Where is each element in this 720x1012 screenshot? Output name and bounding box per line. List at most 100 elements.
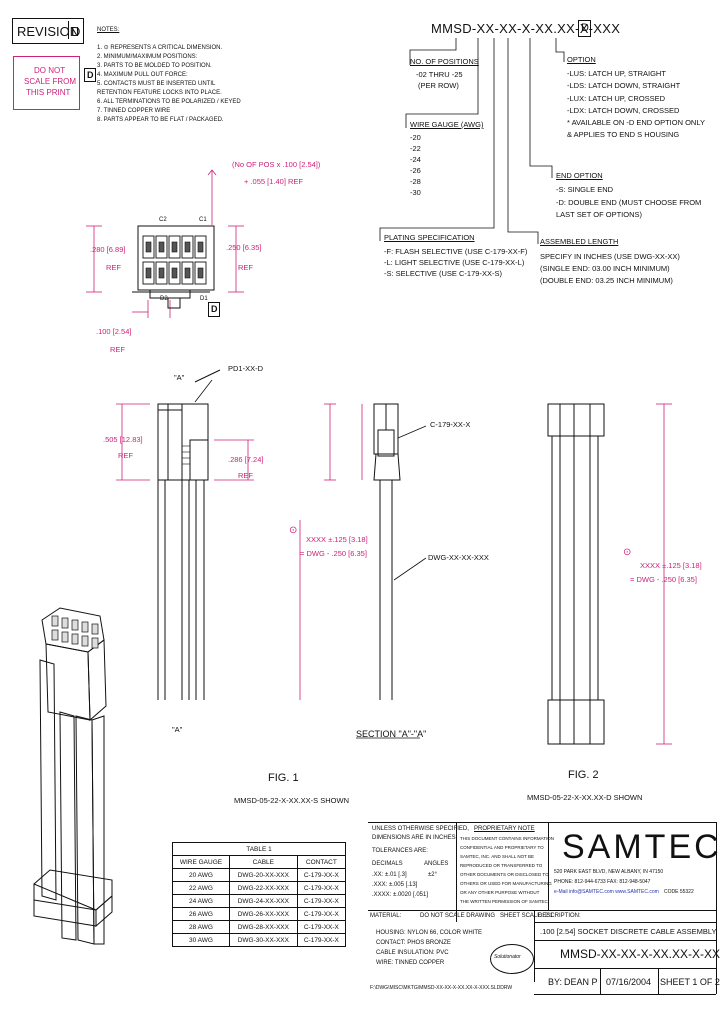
- scale-line2: SCALE FROM: [24, 77, 77, 86]
- part-number-rev: D: [578, 20, 591, 37]
- fig2-title: FIG. 2: [568, 769, 599, 781]
- dim-side-ref2: REF: [238, 471, 253, 480]
- tb-email-link[interactable]: e-Mail info@SAMTEC.com www.SAMTEC.com: [554, 889, 659, 895]
- tb-material-label: MATERIAL:: [370, 913, 402, 919]
- table-header: CABLE: [228, 855, 298, 869]
- fig1-title: FIG. 1: [268, 772, 299, 784]
- tb-prop-line: SAMTEC, INC. AND SHALL NOT BE: [460, 854, 535, 859]
- tb-prop-line: OR ANY OTHER PURPOSE WITHOUT: [460, 890, 540, 895]
- tb-prop-line: THIS DOCUMENT CONTAINS INFORMATION: [460, 836, 554, 841]
- table-header: CONTACT: [296, 855, 347, 869]
- dim-len-1a: XXXX ±.125 [3.18]: [306, 535, 368, 544]
- tb-unless: UNLESS OTHERWISE SPECIFIED,: [372, 826, 469, 832]
- scale-line1: DO NOT: [34, 66, 66, 75]
- fig1-subtitle: MMSD-05-22-X-XX.XX-S SHOWN: [234, 796, 350, 805]
- note-item: 2. MINIMUM/MAXIMUM POSITIONS:: [97, 54, 198, 60]
- revision-letter: D: [71, 24, 81, 39]
- dim-pos-formula-1: (No OF POS x .100 [2.54]): [232, 160, 321, 169]
- dim-side-ref: REF: [118, 451, 133, 460]
- tb-prop-line: THE WRITTEN PERMISSION OF SAMTEC: [460, 899, 548, 904]
- note-item: 6. ALL TERMINATIONS TO BE POLARIZED / KE…: [97, 99, 241, 105]
- note-item: RETENTION FEATURE LOCKS INTO PLACE.: [97, 90, 222, 96]
- tb-tol-ang: ±2°: [428, 872, 438, 878]
- notes-title: NOTES:: [97, 27, 120, 33]
- dim-left-280: .280 [6.89]: [90, 245, 126, 254]
- tb-angles: ANGLES: [424, 861, 449, 867]
- part-number-code: MMSD-XX-XX-X-XX.XX-X-XXX: [431, 21, 621, 36]
- tb-dwg-no: MMSD-XX-XX-X-XX.XX-X-XXX: [560, 947, 720, 961]
- solutionator-logo: Solutionator: [490, 944, 534, 974]
- note-item: 3. PARTS TO BE MOLDED TO POSITION.: [97, 63, 212, 69]
- tb-date: 07/16/2004: [606, 977, 652, 987]
- tb-do-not-scale: DO NOT SCALE DRAWING: [420, 913, 496, 919]
- tb-decimals: DECIMALS: [372, 861, 403, 867]
- tb-by: BY:: [548, 977, 563, 987]
- table-header: WIRE GAUGE: [172, 855, 230, 869]
- dim-right-250: .250 [6.35]: [226, 243, 262, 252]
- tb-drawn-by: DEAN P: [564, 977, 598, 987]
- scale-line3: THIS PRINT: [26, 88, 71, 97]
- tb-material: CONTACT: PHOS BRONZE: [376, 940, 451, 946]
- tb-prop-line: REPRODUCED OR TRANSFERRED TO: [460, 863, 543, 868]
- dim-pitch-ref: REF: [110, 345, 125, 354]
- label-c1: C1: [199, 217, 207, 223]
- revision-box: REVISION D: [12, 18, 84, 44]
- tb-footer-path: F:\DWG\MISC\MKTG\MMSD-XX-XX-X-XX.XX-X-XX…: [370, 985, 513, 991]
- tb-tol2: .XXX: ±.005 [.13]: [372, 882, 418, 888]
- contact-label: C-179-XX-X: [430, 420, 471, 429]
- note-item: 7. TINNED COPPER WIRE: [97, 108, 171, 114]
- tb-description-label: DESCRIPTION:: [538, 913, 581, 919]
- dim-len-2a: XXXX ±.125 [3.18]: [640, 561, 702, 570]
- section-a-top: "A": [174, 373, 185, 382]
- label-c2: C2: [159, 217, 167, 223]
- dim-pos-formula-2: + .055 [1.40] REF: [244, 177, 303, 186]
- tb-address: 520 PARK EAST BLVD, NEW ALBANY, IN 47150: [554, 869, 664, 875]
- note-item: 5. CONTACTS MUST BE INSERTED UNTIL: [97, 81, 216, 87]
- do-not-scale-box: DO NOT SCALE FROM THIS PRINT: [13, 56, 80, 110]
- tb-company: SAMTEC: [562, 828, 720, 866]
- note-item: 1. ⊙ REPRESENTS A CRITICAL DIMENSION.: [97, 45, 223, 51]
- tb-proprietary: PROPRIETARY NOTE: [474, 826, 535, 832]
- dim-left-ref: REF: [106, 263, 121, 272]
- fig2-subtitle: MMSD-05-22-X-XX.XX-D SHOWN: [527, 793, 643, 802]
- dim-side-505: .505 [12.83]: [103, 435, 143, 444]
- dim-pitch-100: .100 [2.54]: [96, 327, 132, 336]
- tb-sheet: SHEET 1 OF 2: [660, 977, 720, 987]
- rev-d-flag-2: D: [208, 302, 220, 317]
- tb-code: CODE 55322: [664, 889, 694, 895]
- tb-material: WIRE: TINNED COPPER: [376, 960, 445, 966]
- dim-len-2b: = DWG - .250 [6.35]: [630, 575, 697, 584]
- tb-dims-in: DIMENSIONS ARE IN INCHES.: [372, 835, 458, 841]
- tb-address: PHONE: 812-944-6733 FAX: 812-948-5047: [554, 879, 651, 885]
- note-item: 8. PARTS APPEAR TO BE FLAT / PACKAGED.: [97, 117, 224, 123]
- table-title: TABLE 1: [172, 842, 346, 856]
- section-title: SECTION "A"-"A": [356, 729, 427, 739]
- tb-tolerances: TOLERANCES ARE:: [372, 848, 428, 854]
- tb-material: HOUSING: NYLON 66, COLOR WHITE: [376, 930, 483, 936]
- cable-label: DWG-XX-XX-XXX: [428, 553, 489, 562]
- tb-prop-line: CONFIDENTIAL AND PROPRIETARY TO: [460, 845, 544, 850]
- dim-len-1b: = DWG - .250 [6.35]: [300, 549, 367, 558]
- rev-d-flag: D: [84, 68, 96, 82]
- tb-prop-line: OTHERS OR USED FOR MANUFACTURING: [460, 881, 552, 886]
- dim-side-286: .286 [7.24]: [228, 455, 264, 464]
- tb-material: CABLE INSULATION: PVC: [376, 950, 449, 956]
- tb-tol1: .XX: ±.01 [.3]: [372, 872, 407, 878]
- note-item: 4. MAXIMUM PULL OUT FORCE:: [97, 72, 188, 78]
- revision-label: REVISION: [17, 24, 80, 39]
- len-circle-1: ⊙: [289, 525, 298, 536]
- tb-sheet-scale: SHEET SCALE: 2:1: [500, 913, 553, 919]
- section-a-bot: "A": [172, 725, 183, 734]
- pd-label: PD1-XX-D: [228, 364, 264, 373]
